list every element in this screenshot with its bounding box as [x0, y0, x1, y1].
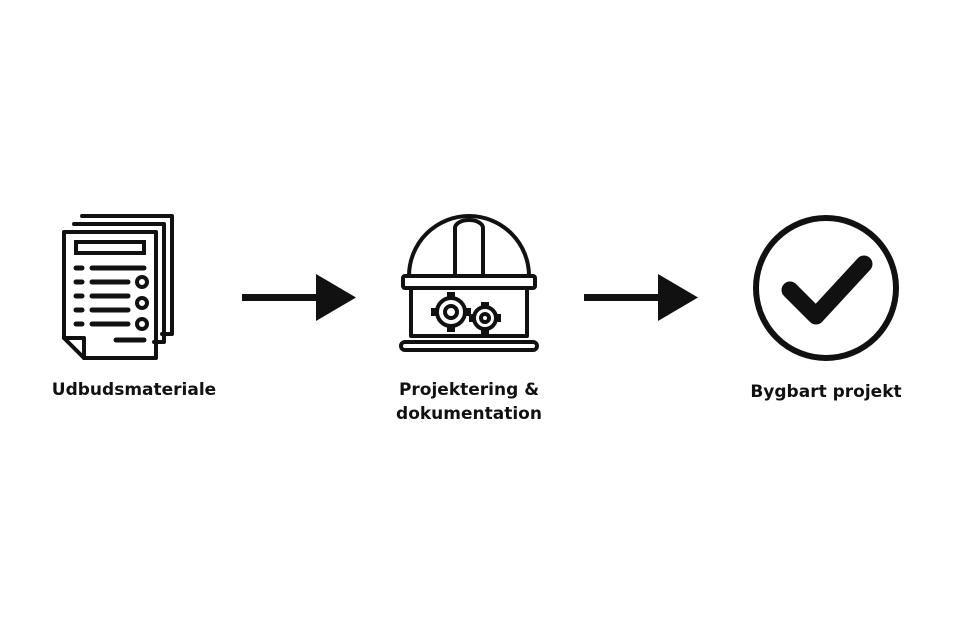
- step-label: Udbudsmateriale: [51, 380, 217, 400]
- step-label: Bygbart projekt: [750, 382, 902, 402]
- step-bygbart-projekt: Bygbart projekt: [706, 208, 946, 404]
- engineering-helmet-gears-icon: [399, 214, 539, 352]
- documents-list-icon: [62, 214, 174, 360]
- checkmark-circle-icon: [753, 215, 899, 361]
- arrow-right-icon: [242, 274, 356, 321]
- step-projektering: Projektering & dokumentation: [349, 208, 589, 426]
- arrow-right-icon: [584, 274, 698, 321]
- step-label-line-1: Projektering &: [398, 380, 540, 400]
- step-label: Projektering & dokumentation: [396, 378, 542, 426]
- step-udbudsmateriale: Udbudsmateriale: [14, 208, 254, 402]
- step-label-line-2: dokumentation: [396, 404, 542, 424]
